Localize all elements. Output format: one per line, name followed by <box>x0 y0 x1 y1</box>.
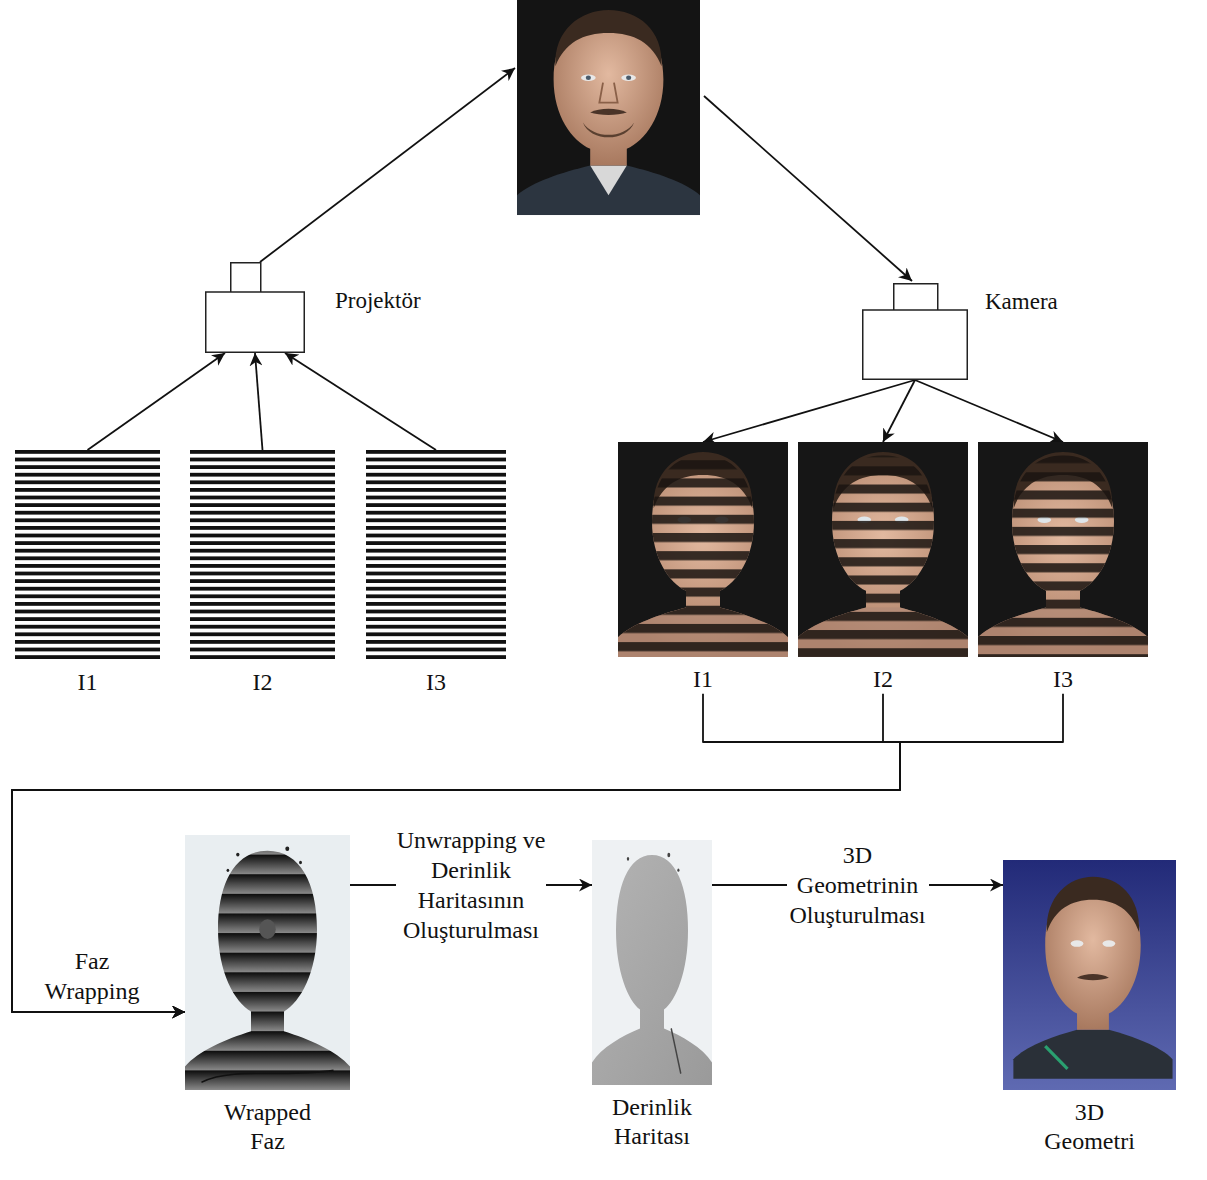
image-caption: I2 <box>213 668 313 697</box>
depth-map-image-art-part <box>627 857 629 861</box>
device-outline-part <box>894 284 938 311</box>
fringe-pattern-art <box>366 450 506 660</box>
captured-image-art-part <box>798 442 968 657</box>
depth-map-image-art-part <box>677 868 679 871</box>
flow-arrow <box>883 380 915 442</box>
captured-image: I1 <box>618 442 788 694</box>
geometry-image-art-part <box>1013 877 1172 1079</box>
face-photo-part <box>626 75 631 80</box>
geometry-image: 3D Geometri <box>1003 860 1176 1156</box>
device-label: Kamera <box>985 288 1058 316</box>
fringe-pattern-art-part <box>190 450 335 660</box>
face-photo <box>517 0 700 215</box>
wrapped-phase-image: Wrapped Faz <box>185 835 350 1156</box>
wrapped-phase-image-art-part <box>185 835 350 1090</box>
image-caption: I3 <box>1013 665 1113 694</box>
flow-arrow <box>12 694 1063 1012</box>
captured-image: I3 <box>978 442 1148 694</box>
fringe-pattern-art-part <box>15 450 160 660</box>
edge-label: Unwrapping ve Derinlik Haritasının Oluşt… <box>396 825 546 945</box>
wrapped-phase-image-art-part <box>185 851 350 1090</box>
flow-arrow <box>12 694 900 1012</box>
face-photo-part <box>590 165 627 195</box>
face-photo-part <box>599 83 617 103</box>
depth-map-image-art <box>592 840 712 1085</box>
captured-image: I2 <box>798 442 968 694</box>
depth-map-image-art-part <box>667 853 670 858</box>
light-path-arrow <box>260 68 515 262</box>
captured-image-art <box>798 442 968 657</box>
fringe-pattern-art-part <box>366 450 506 660</box>
captured-image-art-part <box>978 442 1148 657</box>
image-caption: Wrapped Faz <box>208 1098 328 1156</box>
captured-image-art <box>618 442 788 657</box>
device-label: Projektör <box>335 287 421 315</box>
wrapped-phase-image-art-part <box>236 853 239 857</box>
face-photo-part <box>621 74 636 81</box>
geometry-image-art-part-part <box>1047 877 1139 932</box>
face-photo-part <box>583 122 634 137</box>
image-caption: I1 <box>653 665 753 694</box>
fringe-pattern: I2 <box>190 450 335 697</box>
flow-arrow <box>285 353 436 450</box>
edge-label: Faz Wrapping <box>37 946 147 1006</box>
depth-map-image-art-part <box>592 840 712 1085</box>
wrapped-phase-image-art-part <box>259 919 276 939</box>
face-photo-part <box>590 109 627 115</box>
fringe-pattern-art-part <box>190 450 335 660</box>
camera-box: Kamera <box>862 283 968 380</box>
captured-image-art-part <box>618 442 788 657</box>
fringe-pattern: I1 <box>15 450 160 697</box>
wrapped-phase-image-art <box>185 835 350 1090</box>
device-outline-part <box>863 310 968 379</box>
depth-map-image: Derinlik Haritası <box>592 840 712 1151</box>
geometry-image-art-part-part <box>1071 940 1084 947</box>
geometry-image-art-part-part <box>1013 1030 1172 1079</box>
image-caption: I1 <box>38 668 138 697</box>
fringe-pattern-art-part <box>366 450 506 660</box>
image-caption: I3 <box>386 668 486 697</box>
geometry-image-art <box>1003 860 1176 1090</box>
geometry-image-art-part-part <box>1077 974 1109 980</box>
fringe-pattern: I3 <box>366 450 506 697</box>
flow-arrow <box>703 380 915 442</box>
face-photo-part <box>581 74 596 81</box>
wrapped-phase-image-art-part <box>227 869 230 872</box>
captured-image-art <box>978 442 1148 657</box>
device-outline-part <box>206 292 305 352</box>
device-outline <box>862 283 968 380</box>
flow-arrow <box>88 353 226 450</box>
flow-arrow <box>12 694 900 1012</box>
captured-image-art-part <box>618 442 788 657</box>
wrapped-phase-image-art-part <box>299 861 302 865</box>
face-photo-part <box>517 165 700 215</box>
captured-image-art-part <box>798 442 968 657</box>
fringe-pattern-art-part <box>15 450 160 660</box>
projector-box: Projektör <box>205 262 305 353</box>
depth-map-image-art-part <box>671 1028 681 1073</box>
geometry-image-art-part-part <box>1103 940 1116 947</box>
image-caption: 3D Geometri <box>1034 1098 1146 1156</box>
device-outline <box>205 262 305 353</box>
face-photo-part <box>555 10 661 66</box>
geometry-image-art-part <box>1003 860 1176 1090</box>
edge-label: 3D Geometrinin Oluşturulması <box>787 840 929 930</box>
face-photo-part <box>517 0 700 215</box>
light-path-arrow <box>704 96 912 281</box>
fringe-pattern-art <box>15 450 160 660</box>
depth-map-image-art-part <box>592 855 712 1085</box>
captured-image-art-part <box>978 442 1148 657</box>
flow-arrow <box>255 353 263 450</box>
geometry-image-art-part-part <box>1045 1046 1067 1069</box>
wrapped-phase-image-art-part <box>202 1070 334 1082</box>
image-caption: Derinlik Haritası <box>592 1093 712 1151</box>
wrapped-phase-image-art-part <box>285 846 289 851</box>
device-outline-part <box>231 263 261 293</box>
face-photo-part <box>586 75 591 80</box>
flow-arrow <box>915 380 1063 442</box>
fringe-pattern-art <box>190 450 335 660</box>
image-caption: I2 <box>833 665 933 694</box>
